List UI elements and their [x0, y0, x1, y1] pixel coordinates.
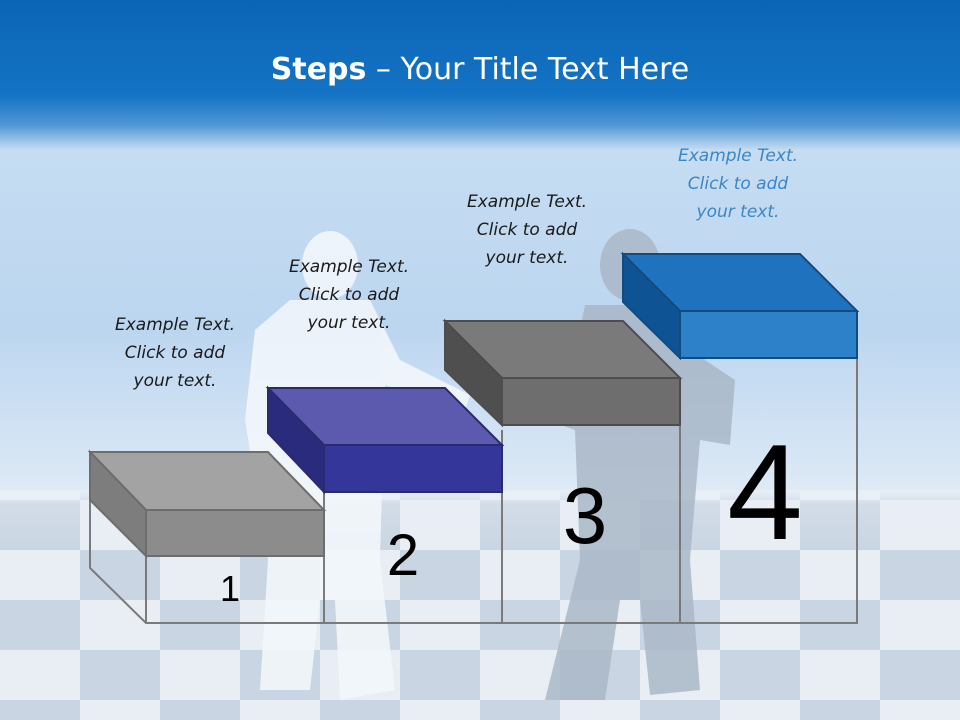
step-4-text[interactable]: Example Text. Click to add your text. — [677, 146, 799, 222]
step-1-box — [87, 449, 327, 559]
step-4-number: 4 — [727, 416, 803, 568]
title-bold: Steps — [270, 52, 367, 87]
step-2-text[interactable]: Example Text. Click to add your text. — [288, 257, 410, 333]
step-3-number: 3 — [562, 471, 608, 560]
slide-title[interactable]: Steps – Your Title Text Here — [0, 52, 960, 87]
step-2-number: 2 — [386, 523, 420, 588]
title-bar — [0, 0, 960, 150]
step-1-text[interactable]: Example Text. Click to add your text. — [114, 315, 236, 391]
step-2-box — [265, 385, 505, 495]
step-3-text[interactable]: Example Text. Click to add your text. — [466, 192, 588, 268]
step-3-box — [442, 318, 683, 428]
step-4-box — [620, 251, 860, 361]
step-4-column — [680, 310, 858, 624]
title-rest: – Your Title Text Here — [366, 52, 690, 87]
step-1-number: 1 — [219, 568, 241, 609]
